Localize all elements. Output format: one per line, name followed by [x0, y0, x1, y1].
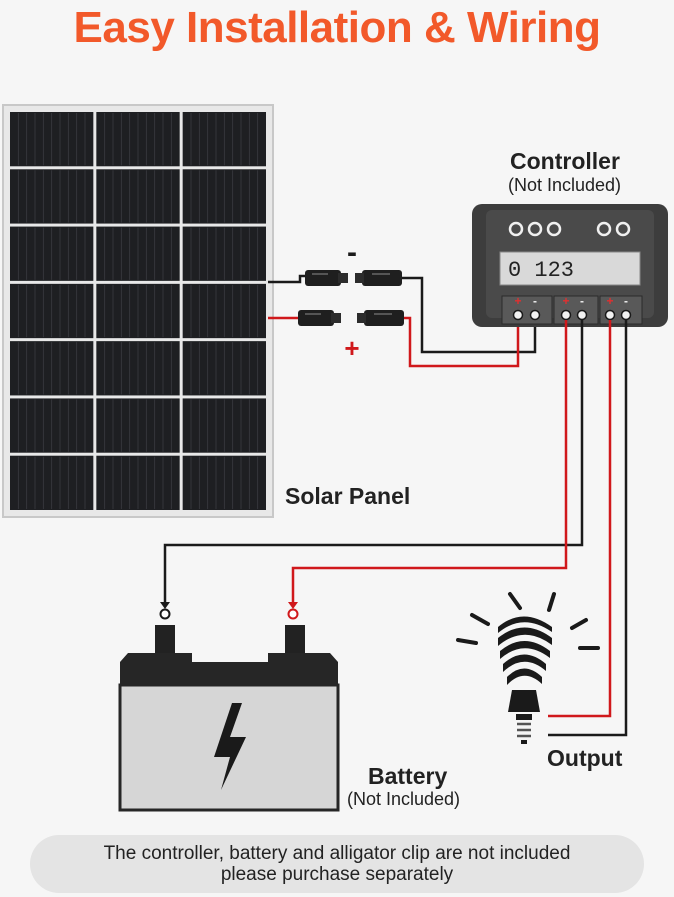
solar-panel: [2, 104, 274, 518]
terminal-sign-output-neg: -: [624, 294, 628, 308]
negative-connector: [305, 270, 402, 286]
lightning-bolt-icon: [214, 703, 246, 790]
controller-terminals: [512, 309, 632, 321]
controller-sublabel: (Not Included): [508, 175, 622, 195]
solar-cells: [10, 112, 266, 510]
terminal-sign-battery-pos: +: [562, 294, 569, 308]
disclaimer-line-1: The controller, battery and alligator cl…: [103, 843, 571, 864]
controller-button-4: [596, 221, 612, 237]
controller-display: [499, 251, 641, 286]
solar-panel-label: Solar Panel: [285, 483, 411, 509]
terminal-sign-battery-neg: -: [580, 294, 584, 308]
battery-label: Battery: [368, 763, 448, 789]
output-wires: [548, 320, 628, 737]
battery-wires: [159, 320, 584, 620]
positive-connector: [298, 310, 404, 326]
controller: 0 123 + - + - + -: [472, 204, 668, 327]
controller-button-2: [527, 221, 543, 237]
light-bulb-icon: [456, 592, 600, 744]
controller-button-3: [546, 221, 562, 237]
controller-button-5: [615, 221, 631, 237]
page-title: Easy Installation & Wiring: [73, 3, 601, 52]
controller-button-1: [508, 221, 524, 237]
controller-label: Controller: [510, 148, 620, 174]
negative-sign: -: [347, 236, 357, 269]
controller-display-text: 0 123: [508, 258, 574, 283]
connector-to-controller-wires: [402, 276, 537, 368]
disclaimer-note: The controller, battery and alligator cl…: [30, 835, 644, 893]
terminal-sign-output-pos: +: [606, 294, 613, 308]
terminal-sign-solar-neg: -: [533, 294, 537, 308]
terminal-signs: + - + - + -: [514, 294, 628, 308]
disclaimer-line-2: please purchase separately: [220, 864, 454, 885]
positive-sign: +: [344, 333, 359, 363]
terminal-sign-solar-pos: +: [514, 294, 521, 308]
output-label: Output: [547, 745, 623, 771]
battery-sublabel: (Not Included): [347, 789, 461, 809]
battery: [118, 625, 340, 812]
